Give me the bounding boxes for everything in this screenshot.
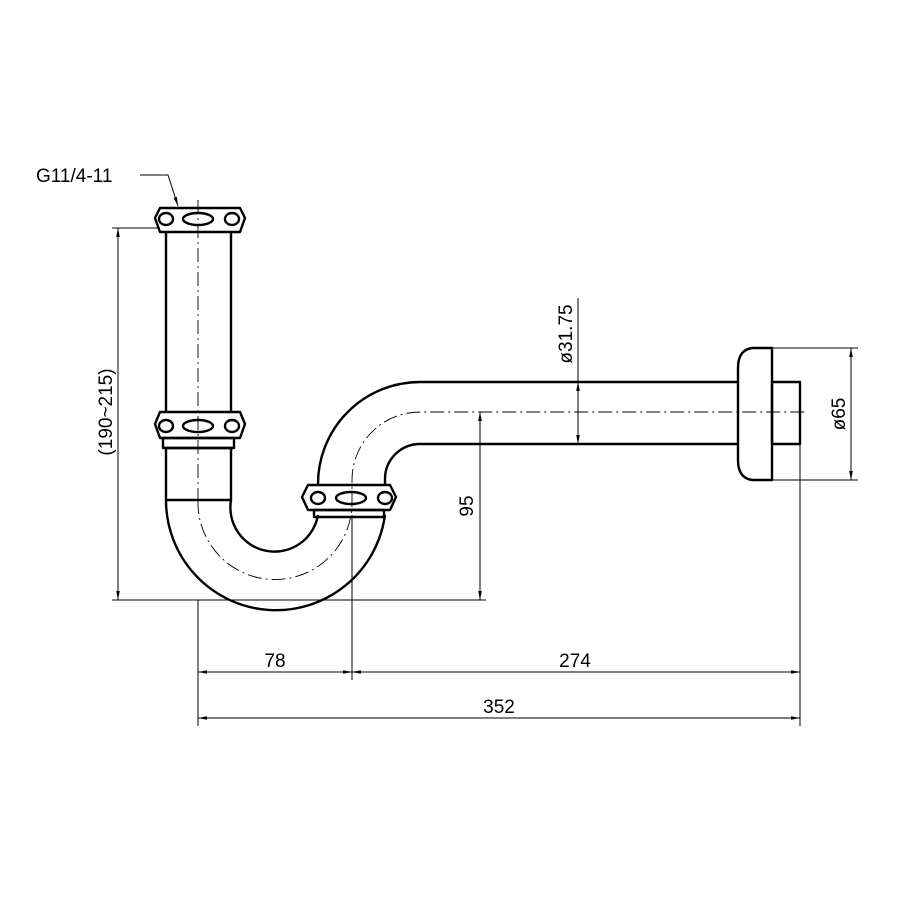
centerlines — [197, 200, 808, 580]
trap-pipe — [164, 232, 802, 612]
total-length-label: 352 — [483, 697, 515, 718]
flange-diameter-label: ø65 — [829, 398, 850, 431]
nut-right — [300, 483, 398, 519]
nut-top — [153, 206, 247, 234]
thread-label: G11/4-11 — [36, 166, 112, 187]
drop-label: 95 — [457, 495, 478, 516]
horizontal-run-label: 274 — [559, 651, 591, 672]
dimensions — [112, 174, 858, 726]
pipe-diameter-label: ø31.75 — [556, 304, 577, 363]
nut-middle — [153, 410, 247, 450]
height-range-label: (190~215) — [96, 368, 117, 455]
wall-stub — [770, 380, 802, 446]
leg-spacing-label: 78 — [264, 651, 285, 672]
wall-flange — [736, 346, 774, 482]
